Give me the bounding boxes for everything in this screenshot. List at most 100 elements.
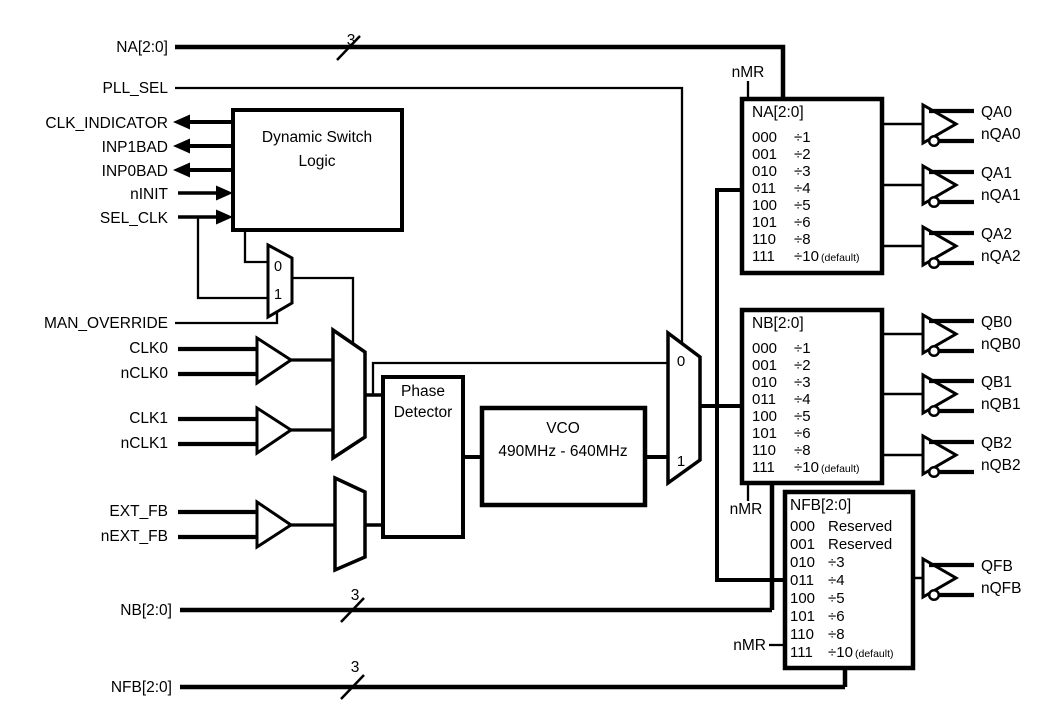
na-row-value: ÷1	[794, 129, 811, 146]
qfb-output-buffer: QFB nQFB	[921, 556, 1021, 602]
na-divider-block: nMR NA[2:0] 000 ÷1 001 ÷2 010 ÷3 011 ÷4 …	[732, 64, 923, 276]
clk1-input: CLK1 nCLK1	[121, 405, 333, 456]
bypass-mux-in1-label: 1	[677, 453, 685, 470]
pll-sel-line	[175, 86, 684, 344]
divider-trunk-line	[715, 188, 785, 582]
qfb-label: QFB	[981, 558, 1013, 575]
qa2-invert-bubble-icon	[927, 256, 941, 270]
ext-fb-buffer-icon	[255, 499, 294, 550]
na-row-value: ÷5	[794, 197, 811, 214]
nfb-bus-label: NFB[2:0]	[111, 679, 172, 696]
input-clock-mux	[331, 326, 668, 462]
nb-row-code: 100	[752, 408, 777, 425]
na-row-code: 000	[752, 129, 777, 146]
nfb-row-code: 111	[790, 644, 813, 661]
nb-bus-width: 3	[351, 587, 360, 604]
qa1-label: QA1	[981, 165, 1012, 182]
qb1-output-buffer: QB1 nQB1	[921, 372, 1021, 418]
nfb-row-code: 010	[790, 554, 815, 571]
nb-row-code: 011	[752, 391, 776, 408]
clk-indicator-label: CLK_INDICATOR	[45, 115, 168, 132]
na-bus-group: NA[2:0] 3	[116, 32, 786, 99]
bypass-mux-body	[666, 329, 702, 487]
qa0-output-buffer: QA0 nQA0	[921, 102, 1021, 148]
qb1-driver-icon	[921, 372, 960, 416]
qa2-output-buffer: QA2 nQA2	[921, 224, 1021, 270]
na-bus-line	[175, 44, 786, 99]
phase-detector-line2: Detector	[394, 404, 453, 421]
nb-row-value: ÷5	[794, 408, 811, 425]
na-bus-slash	[336, 35, 361, 61]
clk1-label: CLK1	[129, 410, 168, 427]
qb2-invert-bubble-icon	[927, 465, 941, 479]
nfb-row-code: 011	[790, 572, 814, 589]
na-row-code: 001	[752, 146, 777, 163]
nfb-bus-group: NFB[2:0] 3	[111, 659, 845, 700]
nfb-row-code: 100	[790, 590, 815, 607]
qa0-driver-icon	[921, 102, 960, 146]
nfb-row-code: 110	[790, 626, 814, 643]
nclk1-label: nCLK1	[121, 435, 168, 452]
nqa1-label: nQA1	[981, 187, 1021, 204]
nb-bus-slash	[340, 597, 365, 623]
pll-sel-group: PLL_SEL	[103, 80, 684, 344]
pll-bypass-line	[371, 361, 668, 395]
na-divider-box	[739, 96, 885, 276]
nqb0-label: nQB0	[981, 336, 1021, 353]
switch-select-mux: MAN_OVERRIDE 0 1	[44, 217, 355, 344]
nfb-row-value: ÷10	[828, 644, 853, 661]
nfb-row-value: ÷3	[828, 554, 845, 571]
nmr-label-nfb: nMR	[733, 637, 766, 654]
switch-mux-in0-label: 0	[274, 259, 282, 275]
man-override-label: MAN_OVERRIDE	[44, 315, 168, 332]
vco-range: 490MHz - 640MHz	[498, 443, 627, 460]
qa1-output-buffer: QA1 nQA1	[921, 163, 1021, 209]
qa1-invert-bubble-icon	[927, 195, 941, 209]
nqfb-label: nQFB	[981, 580, 1021, 597]
clk1-buffer-icon	[255, 405, 294, 456]
dsl-to-mux-line	[243, 230, 268, 264]
na-row-value: ÷2	[794, 146, 811, 163]
dynamic-switch-logic-block: CLK_INDICATOR INP1BAD INP0BAD nINIT SEL_…	[45, 108, 404, 232]
nfb-row-code: 000	[790, 518, 815, 535]
nb-bus-group: NB[2:0] 3	[120, 587, 772, 623]
nfb-row-default-suffix: (default)	[855, 648, 894, 660]
qb0-label: QB0	[981, 314, 1012, 331]
nb-row-default-suffix: (default)	[821, 463, 860, 475]
dsl-title-line2: Logic	[298, 153, 335, 170]
qfb-driver-icon	[921, 556, 960, 600]
qa0-invert-bubble-icon	[927, 134, 941, 148]
qb0-driver-icon	[921, 312, 960, 356]
sel-clk-branch-line	[196, 217, 268, 300]
qb0-output-buffer: QB0 nQB0	[921, 312, 1021, 358]
nfb-divider-block: nMR NFB[2:0] 000 Reserved 001 Reserved 0…	[733, 489, 923, 687]
qa1-driver-icon	[921, 163, 960, 207]
nb-row-value: ÷2	[794, 357, 811, 374]
qb1-label: QB1	[981, 374, 1012, 391]
nqa2-label: nQA2	[981, 248, 1021, 265]
nfb-row-value: Reserved	[828, 536, 892, 553]
nfb-row-code: 001	[790, 536, 815, 553]
vco-title: VCO	[546, 420, 580, 437]
nb-bus-label: NB[2:0]	[120, 602, 172, 619]
na-bus-label: NA[2:0]	[116, 39, 168, 56]
na-bus-width: 3	[347, 32, 356, 49]
nfb-row-value: Reserved	[828, 518, 892, 535]
inp1bad-label: INP1BAD	[102, 139, 168, 156]
input-mux-body	[331, 326, 367, 462]
nfb-bus-width: 3	[351, 659, 360, 676]
qa0-label: QA0	[981, 104, 1012, 121]
sel-clk-arrow-icon	[216, 209, 233, 225]
clk0-buffer-icon	[255, 335, 294, 386]
dsl-title-line1: Dynamic Switch	[262, 129, 372, 146]
na-row-code: 011	[752, 180, 776, 197]
switch-mux-body	[266, 242, 294, 320]
na-row-code: 100	[752, 197, 777, 214]
feedback-mux	[333, 475, 383, 573]
clk-indicator-arrow-icon	[173, 114, 190, 130]
qb0-invert-bubble-icon	[927, 344, 941, 358]
nb-divider-title: NB[2:0]	[752, 315, 804, 332]
phase-detector-box	[381, 375, 465, 539]
nb-row-code: 001	[752, 357, 777, 374]
